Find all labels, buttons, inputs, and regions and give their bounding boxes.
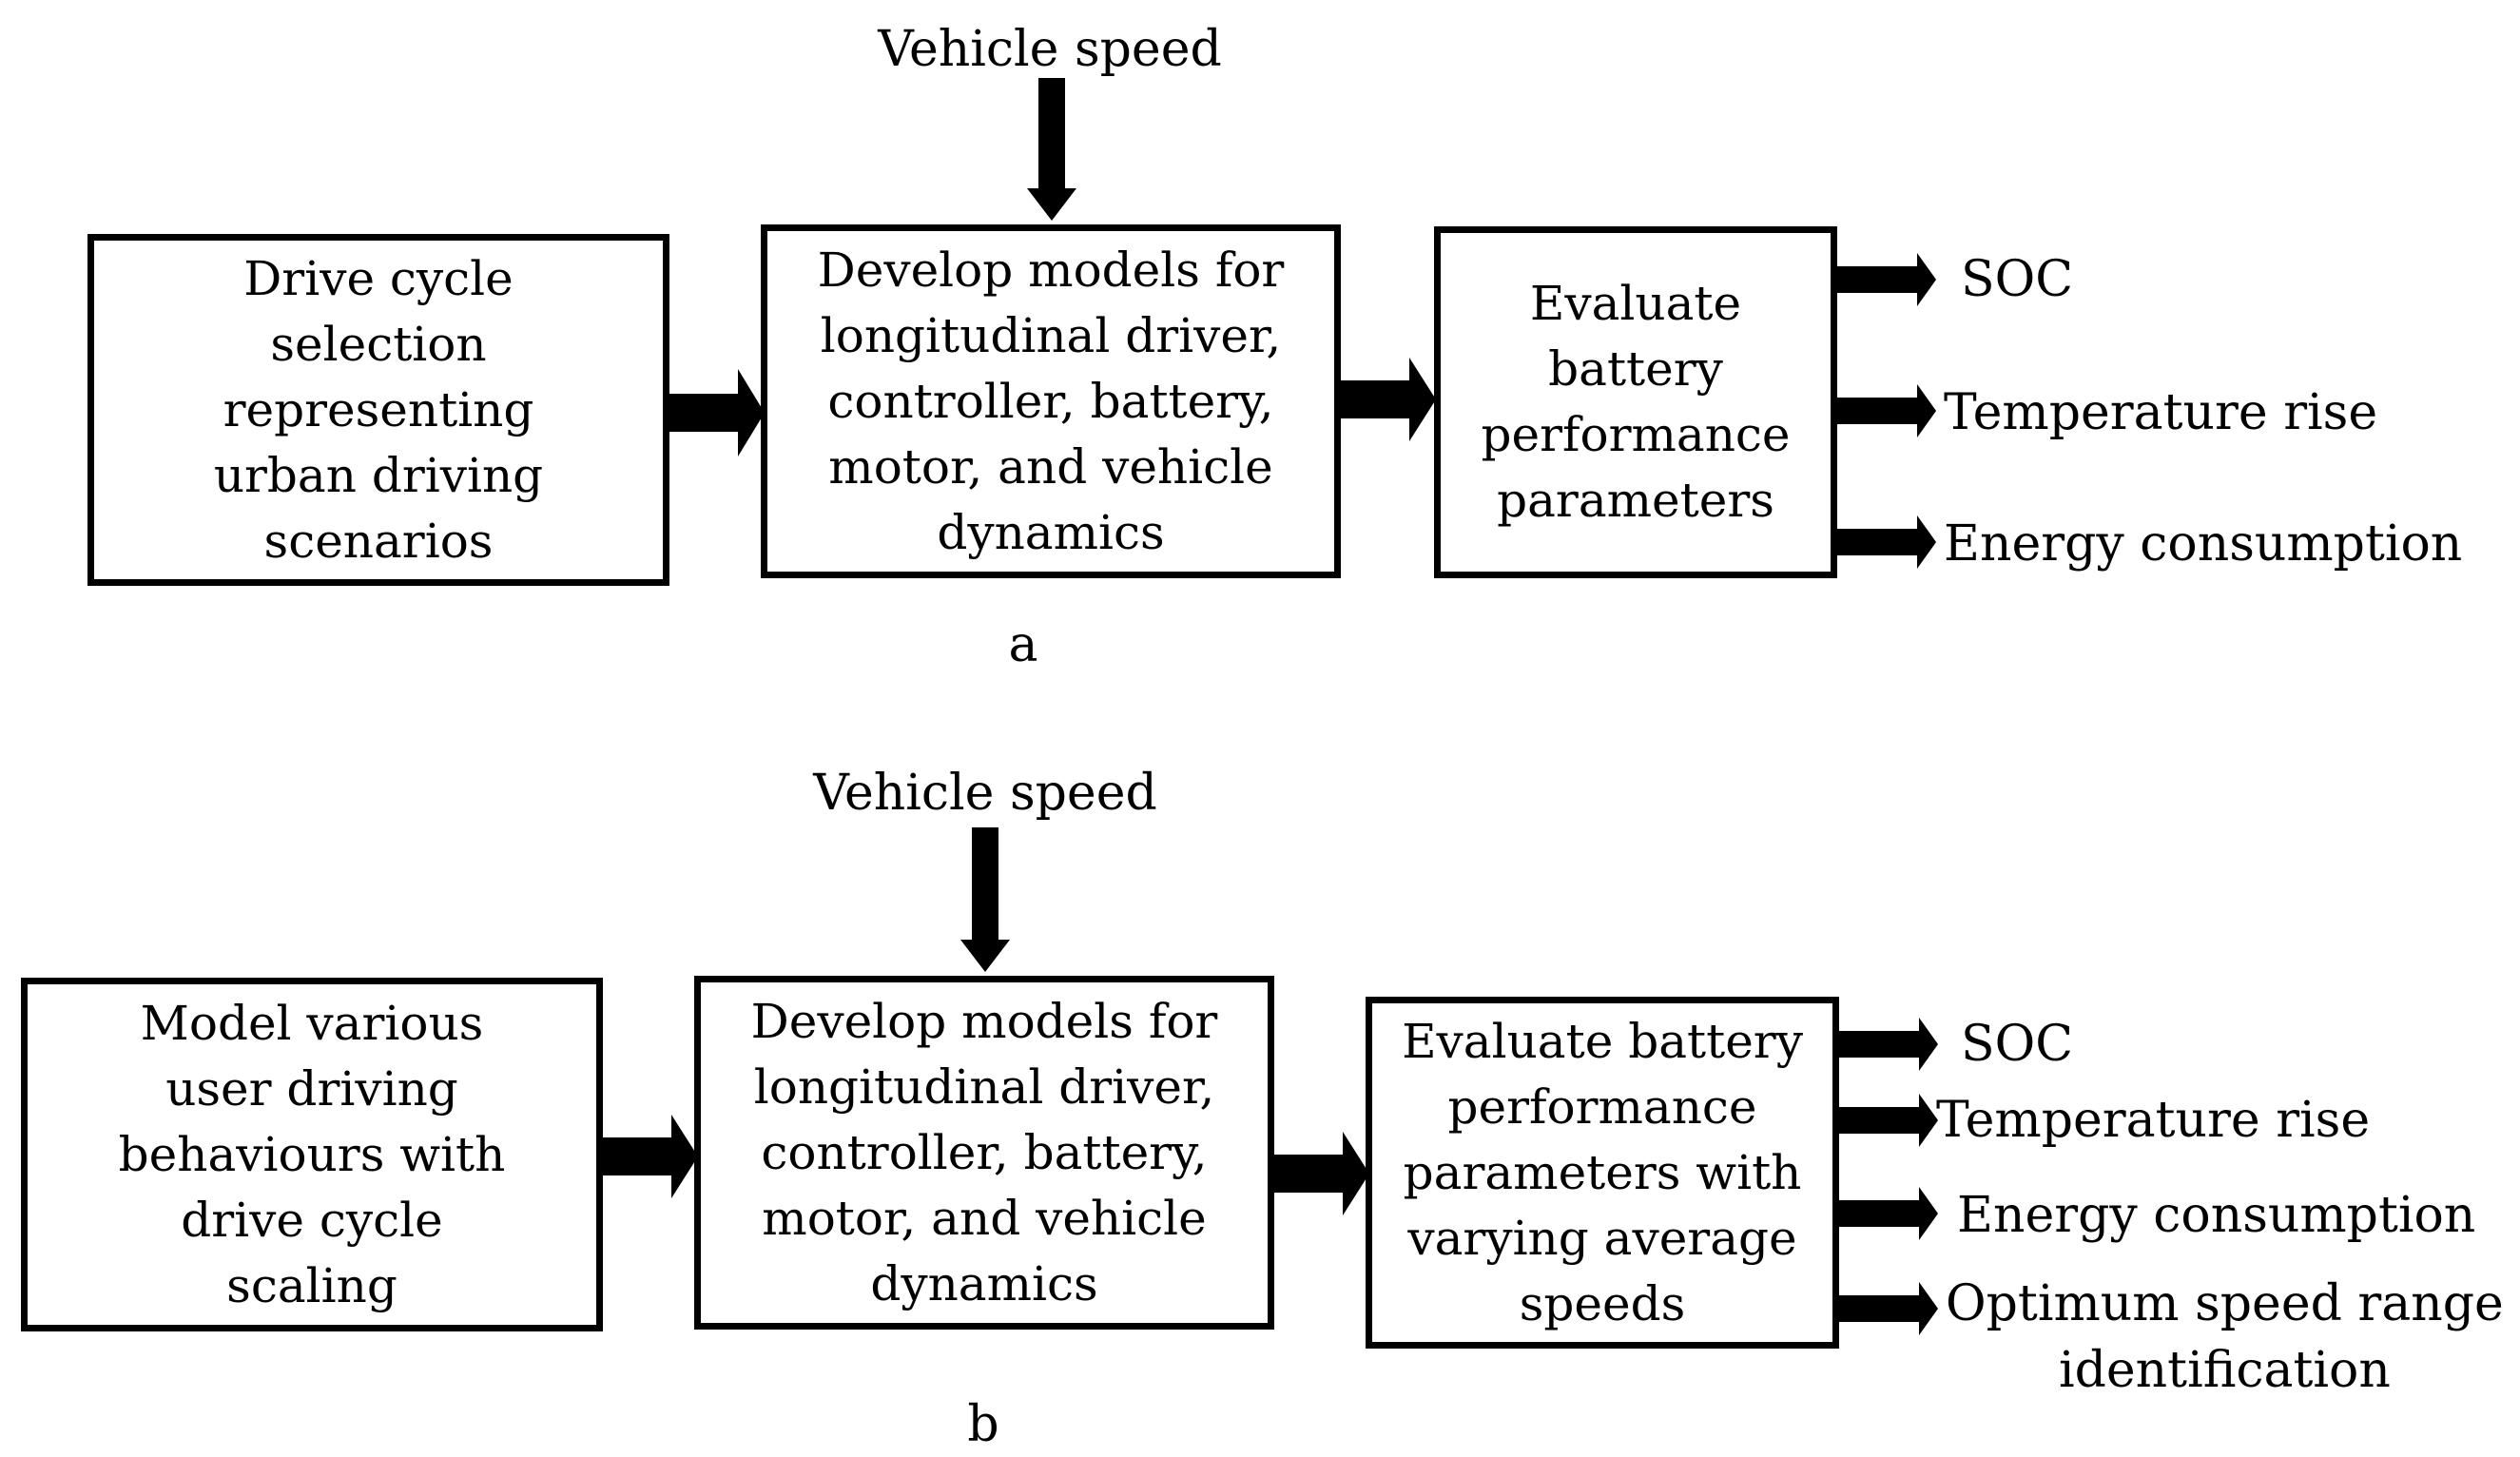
vehicle-speed-label-a: Vehicle speed bbox=[878, 21, 1222, 78]
evaluate-battery-box-b: Evaluate battery performance parameters … bbox=[1366, 997, 1839, 1349]
arrow-vehicle-speed-a bbox=[1027, 78, 1076, 221]
drive-cycle-selection-box: Drive cycle selection representing urban… bbox=[87, 234, 669, 586]
develop-models-box-a: Develop models for longitudinal driver, … bbox=[761, 224, 1341, 578]
arrow-vehicle-speed-b bbox=[960, 827, 1010, 972]
output-temperature-rise-a: Temperature rise bbox=[1944, 384, 2378, 441]
arrow-box1-to-box2-a bbox=[666, 369, 765, 457]
arrow-output-soc-b bbox=[1835, 1018, 1938, 1071]
arrow-box2-to-box3-a bbox=[1337, 358, 1436, 441]
develop-models-box-b: Develop models for longitudinal driver, … bbox=[694, 976, 1274, 1330]
evaluate-battery-box-a: Evaluate battery performance parameters bbox=[1434, 226, 1837, 578]
caption-a: a bbox=[1008, 616, 1038, 673]
arrow-output-optimum-b bbox=[1835, 1282, 1938, 1335]
output-soc-a: SOC bbox=[1961, 251, 2074, 308]
caption-b: b bbox=[967, 1396, 999, 1453]
arrow-output-energy-b bbox=[1835, 1187, 1938, 1240]
arrow-box2-to-box3-b bbox=[1270, 1132, 1369, 1215]
arrow-output-energy-a bbox=[1833, 515, 1936, 569]
output-energy-consumption-a: Energy consumption bbox=[1944, 515, 2463, 573]
model-driving-behaviours-box: Model various user driving behaviours wi… bbox=[21, 978, 603, 1331]
output-temperature-rise-b: Temperature rise bbox=[1936, 1092, 2371, 1149]
arrow-output-soc-a bbox=[1833, 253, 1936, 306]
output-optimum-speed-range-b: Optimum speed range identification bbox=[1946, 1275, 2504, 1399]
arrow-output-temperature-b bbox=[1835, 1094, 1938, 1147]
output-soc-b: SOC bbox=[1961, 1016, 2074, 1073]
output-energy-consumption-b: Energy consumption bbox=[1957, 1187, 2476, 1244]
arrow-output-temperature-a bbox=[1833, 384, 1936, 437]
arrow-box1-to-box2-b bbox=[599, 1115, 698, 1198]
vehicle-speed-label-b: Vehicle speed bbox=[813, 765, 1157, 822]
